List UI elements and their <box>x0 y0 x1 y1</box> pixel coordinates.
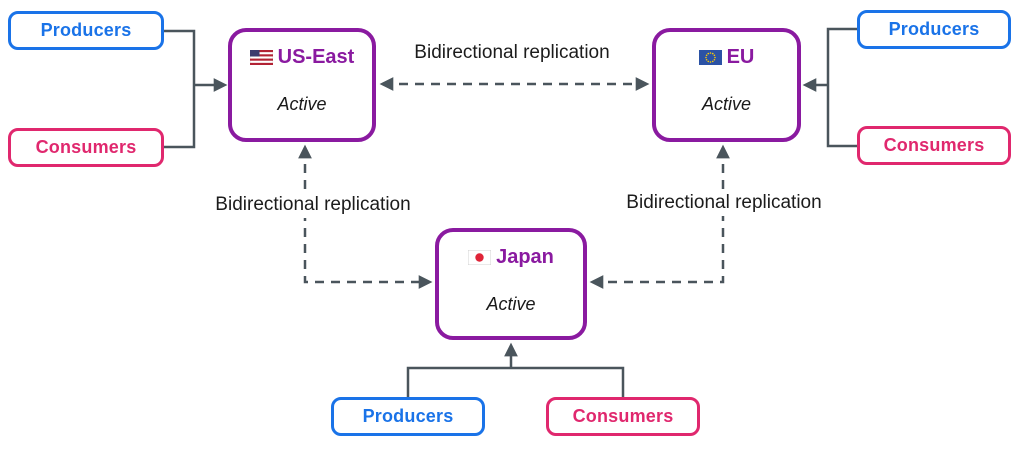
consumers-label: Consumers <box>883 135 985 155</box>
producers-label: Producers <box>362 406 454 426</box>
bracket-japan-clients <box>406 366 625 397</box>
region-title-japan: Japan <box>468 244 554 270</box>
region-title-us-east: US-East <box>249 44 355 70</box>
region-status: Active <box>277 94 327 114</box>
region-node-japan: Japan Active <box>435 228 587 340</box>
region-status: Active <box>701 94 752 114</box>
edge-us-east-japan <box>298 144 433 289</box>
edge-eu-japan <box>589 144 730 289</box>
consumers-node-japan: Consumers <box>546 397 700 436</box>
region-node-eu: EU Active <box>652 28 801 142</box>
us-flag-icon <box>249 49 273 65</box>
edge-label-eu-japan: Bidirectional replication <box>621 190 827 216</box>
region-name: US-East <box>277 46 355 68</box>
consumers-node-eu: Consumers <box>857 126 1011 165</box>
bracket-eu-clients <box>826 27 857 148</box>
region-node-us-east: US-East Active <box>228 28 376 142</box>
consumers-label: Consumers <box>35 137 137 157</box>
bracket-us-east-clients <box>164 29 196 149</box>
region-status: Active <box>486 294 536 314</box>
eu-flag-icon <box>698 49 722 65</box>
producers-label: Producers <box>888 19 980 39</box>
producers-node-eu: Producers <box>857 10 1011 49</box>
jp-flag-icon <box>468 249 492 265</box>
consumers-node-us-east: Consumers <box>8 128 164 167</box>
consumers-label: Consumers <box>572 406 674 426</box>
edge-label-us-east-japan: Bidirectional replication <box>210 192 416 218</box>
edge-label-us-east-eu: Bidirectional replication <box>409 40 615 66</box>
producers-node-japan: Producers <box>331 397 485 436</box>
region-title-eu: EU <box>698 44 755 70</box>
region-name: EU <box>726 46 755 68</box>
producers-label: Producers <box>40 20 132 40</box>
producers-node-us-east: Producers <box>8 11 164 50</box>
region-name: Japan <box>496 246 554 268</box>
